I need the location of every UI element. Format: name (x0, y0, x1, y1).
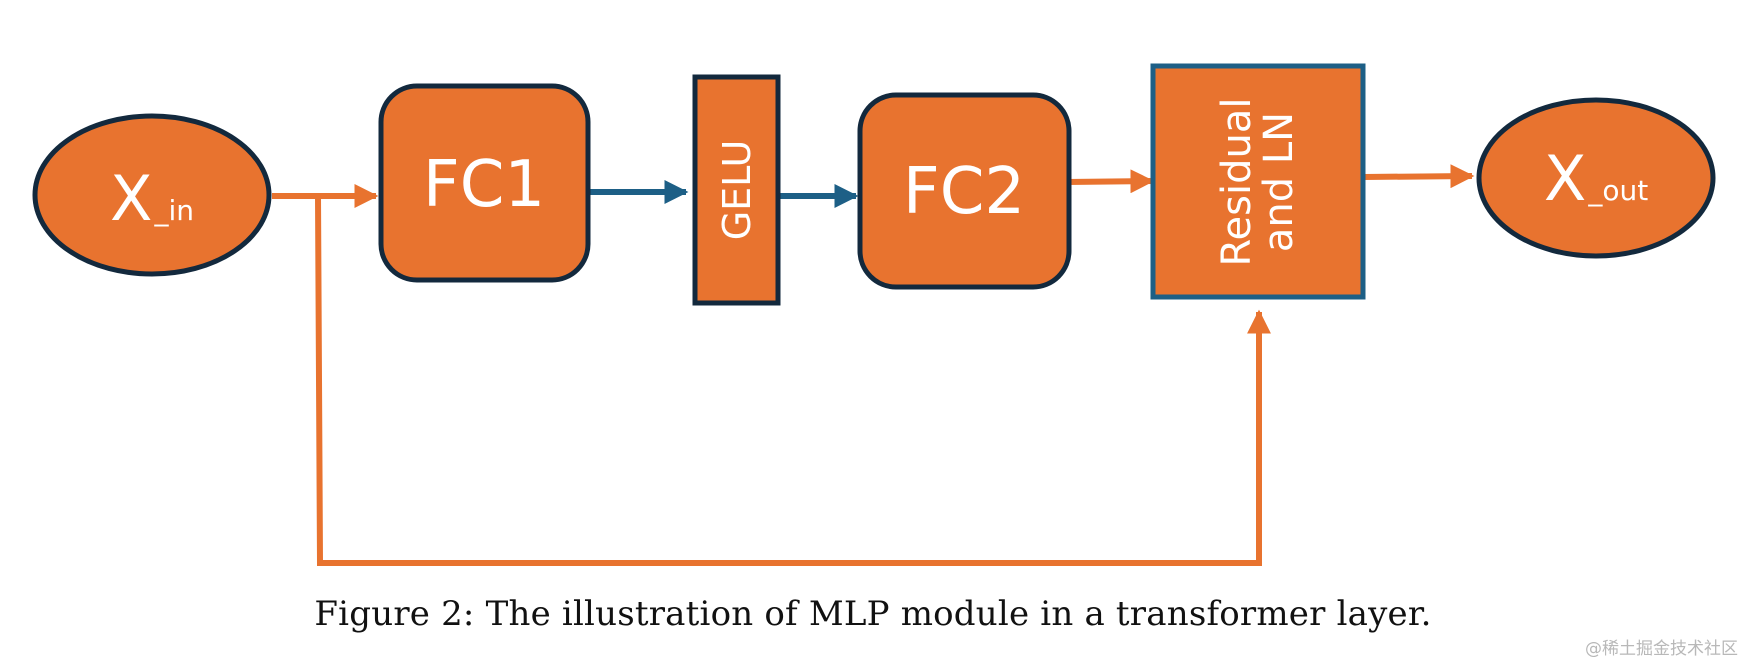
x-in-node: X_in (32, 113, 272, 277)
figure-caption: Figure 2: The illustration of MLP module… (314, 594, 1432, 634)
x-out-sub: _out (1587, 174, 1648, 207)
residual-label-line2: and LN (1256, 112, 1302, 252)
x-out-node: X_out (1476, 97, 1716, 259)
arrow-residual-to-xout (1363, 164, 1475, 189)
residual-label-line1: Residual (1214, 98, 1260, 267)
gelu-node: GELU (692, 74, 781, 306)
x-out-main: X (1544, 142, 1586, 215)
fc2-label: FC2 (903, 155, 1025, 229)
gelu-label: GELU (715, 140, 759, 241)
skip-connection-line (315, 195, 1271, 566)
residual-ln-node: Residual and LN (1150, 63, 1366, 300)
arrow-fc2-to-residual (1066, 169, 1155, 194)
fc1-label: FC1 (423, 148, 545, 222)
svg-text:X_out: X_out (1544, 142, 1648, 215)
x-in-sub: _in (153, 194, 194, 227)
watermark: @稀土掘金技术社区 (1585, 639, 1738, 659)
fc1-node: FC1 (378, 83, 591, 283)
x-in-main: X (110, 162, 152, 235)
svg-text:X_in: X_in (110, 162, 194, 235)
fc2-node: FC2 (857, 92, 1072, 290)
